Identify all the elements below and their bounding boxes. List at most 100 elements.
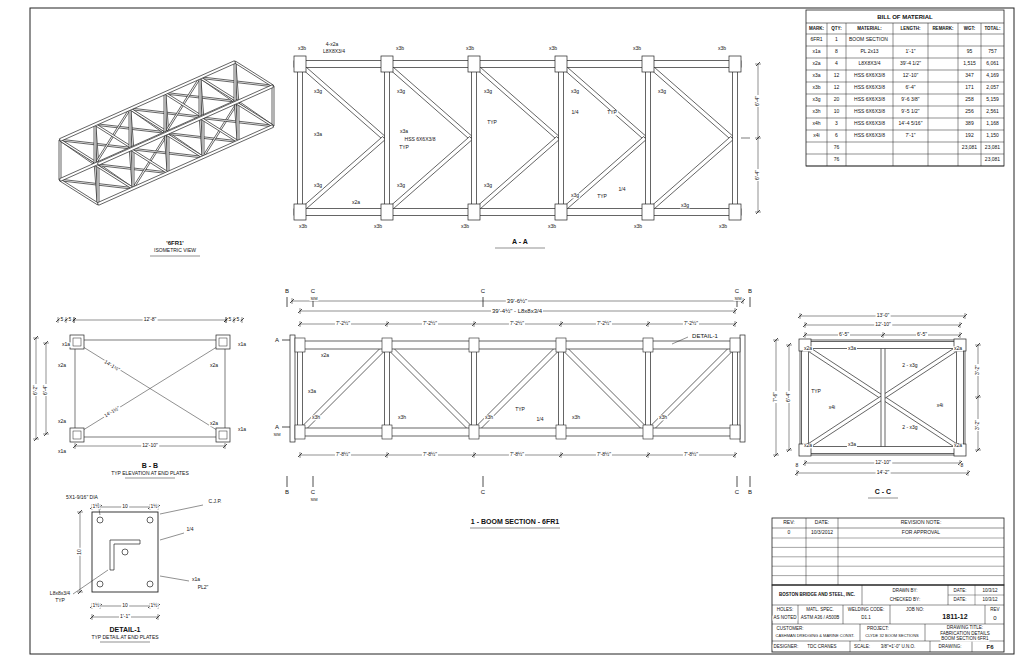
section-callout: x3g (680, 203, 690, 208)
section-cut-line (750, 476, 751, 487)
vertical-member (385, 345, 390, 432)
connection-plate (643, 338, 653, 352)
dimension-tick (385, 453, 389, 457)
cross-member (559, 64, 564, 212)
elevation-callout: B (284, 489, 290, 495)
section-callout: 6'-4" (755, 169, 760, 181)
diagonal-brace (302, 137, 386, 211)
end-plate-callout: 6'-4" (43, 384, 48, 396)
section-callout: x2a (953, 346, 963, 351)
iso-post (164, 92, 203, 118)
section-callout: x3a (847, 346, 857, 351)
leader-line (73, 570, 108, 594)
table-cell: 7'-1" (905, 133, 917, 138)
iso-chord (97, 125, 273, 206)
table-rule (806, 46, 1004, 47)
dimension-tick (472, 453, 476, 457)
section-cut-line (483, 476, 484, 487)
title-block-text: REV (989, 608, 1000, 613)
dimension-tick (44, 341, 48, 345)
iso-post (94, 124, 133, 150)
cross-member (733, 64, 738, 212)
section-callout: TYP (398, 145, 410, 150)
dimension-tick (756, 62, 760, 66)
title-underline (868, 498, 898, 499)
detail-callout: 1½ (150, 603, 159, 608)
table-rule (772, 575, 1004, 576)
elevation-callout: x3a (307, 389, 317, 394)
table-cell: BILL OF MATERIAL (876, 14, 933, 20)
table-cell: REMARK: (931, 27, 954, 32)
connection-plate (295, 425, 305, 439)
table-cell: HSS 6X6X3/8 (853, 85, 886, 90)
dimension-tick (646, 322, 650, 326)
end-plate-callout: x2a (57, 363, 67, 368)
title-block-text: D1.1 (860, 616, 872, 621)
table-cell: 39'-4 1/2" (899, 61, 922, 66)
diagonal-brace (650, 66, 734, 140)
title-block (772, 585, 1004, 652)
connection-plate (729, 204, 741, 220)
table-rule (806, 118, 1004, 119)
connection-plate (555, 56, 567, 72)
table-rule (806, 518, 807, 585)
angle-detail (73, 431, 81, 439)
end-plate-callout: x2a (209, 421, 219, 426)
iso-post (94, 164, 133, 190)
dimension-tick (559, 453, 563, 457)
dimension-tick (78, 510, 82, 514)
table-rule (772, 605, 1004, 606)
connection-plate (556, 338, 566, 352)
elevation-callout: B (284, 288, 290, 294)
detail-callout: 1½ (92, 603, 101, 608)
diagonal-brace (475, 346, 560, 431)
section-callout: 7'-6" (773, 391, 778, 403)
elevation-callout: C (480, 288, 486, 294)
view-title: '6FR1' (165, 240, 185, 246)
vertical-member (646, 345, 651, 432)
section-callout: x2a (803, 443, 813, 448)
elevation-callout: x3h (397, 415, 407, 420)
section-callout: x3g (396, 89, 406, 94)
table-cell: HSS 6X6X3/8 (853, 109, 886, 114)
table-cell: MARK: (808, 27, 825, 32)
section-callout: 6'-5" (838, 332, 850, 337)
table-cell: 8 (834, 49, 839, 54)
vertical-member (733, 345, 738, 432)
connection-plate (642, 204, 654, 220)
iso-brace (234, 62, 239, 102)
title-block-text: F6 (985, 644, 994, 650)
dimension-tick (733, 453, 737, 457)
table-rule (843, 605, 844, 624)
detail-callout: 10 (77, 548, 82, 556)
title-block-text: REVISION NOTE: (900, 520, 943, 525)
title-block-text: DATE: (953, 598, 968, 603)
table-cell: 76 (833, 157, 841, 162)
iso-post (234, 101, 273, 127)
connection-plate (555, 204, 567, 220)
section-callout: x2a (351, 200, 361, 205)
dimension-tick (795, 471, 799, 475)
dimension-tick (298, 453, 302, 457)
connection-plate (381, 56, 393, 72)
end-plate-callout: 6'-2" (33, 384, 38, 396)
section-callout: x3a (313, 132, 323, 137)
cross-member (646, 64, 651, 212)
table-cell: HSS 6X6X3/8 (853, 73, 886, 78)
iso-post (97, 164, 99, 204)
title-block-text: CASHMAN DREDGING & MARINE CONST. (775, 634, 856, 638)
iso-brace (164, 133, 169, 173)
title-block-text: REV: (782, 520, 795, 525)
elevation-callout: 7'-8½" (509, 452, 525, 457)
detail-callout: L8x8x3/4 (49, 591, 71, 596)
iso-brace (199, 78, 204, 118)
elevation-callout: x3h (658, 415, 668, 420)
main-chord (294, 61, 741, 68)
dimension-tick (385, 322, 389, 326)
table-rule (925, 624, 926, 641)
dimension-tick (290, 299, 294, 303)
end-plate (740, 335, 745, 442)
connection-plate (295, 338, 305, 352)
dimension-tick (78, 590, 82, 594)
end-plate-callout: x1a (61, 342, 71, 347)
